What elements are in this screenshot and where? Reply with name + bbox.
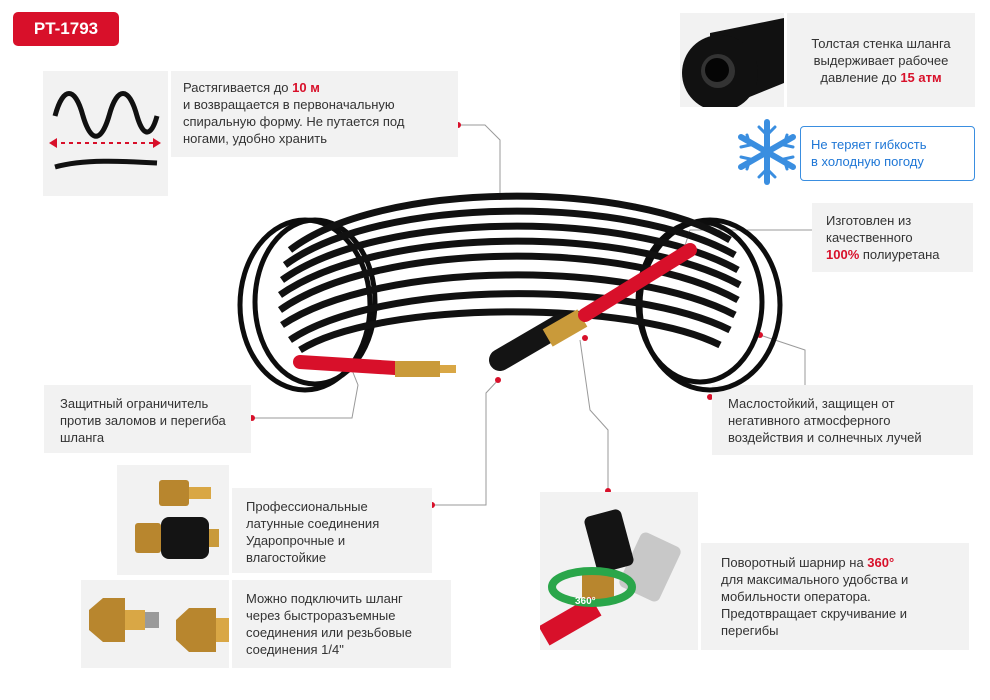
material-line1: Изготовлен из bbox=[826, 213, 912, 228]
material-feature-card: Изготовлен из качественного 100% полиуре… bbox=[812, 203, 973, 272]
oil-text: Маслостойкий, защищен от негативного атм… bbox=[728, 396, 922, 445]
material-percent: 100% bbox=[826, 247, 860, 262]
coiled-hose-illustration bbox=[237, 192, 783, 393]
oil-feature-card: Маслостойкий, защищен от негативного атм… bbox=[712, 385, 973, 455]
cold-line2: в холодную погоду bbox=[811, 154, 924, 169]
hose-section-image-card bbox=[680, 13, 784, 107]
cold-line1: Не теряет гибкость bbox=[811, 137, 927, 152]
wall-line2: выдерживает рабочее bbox=[813, 53, 949, 68]
stretch-pre: Растягивается до bbox=[183, 80, 293, 95]
brass-image-card bbox=[117, 465, 229, 575]
connect-feature-card: Можно подключить шланг через быстроразъе… bbox=[232, 580, 451, 668]
snowflake-icon bbox=[738, 119, 796, 185]
wall-line1: Толстая стенка шланга bbox=[811, 36, 951, 51]
brass-text: Профессиональные латунные соединения Уда… bbox=[246, 499, 380, 565]
cold-feature-card: Не теряет гибкость в холодную погоду bbox=[800, 126, 975, 181]
swivel-image-card: 360° bbox=[540, 492, 698, 650]
connect-text: Можно подключить шланг через быстроразъе… bbox=[246, 591, 412, 657]
swivel-post: для максимального удобства и мобильности… bbox=[721, 572, 909, 638]
brass-feature-card: Профессиональные латунные соединения Уда… bbox=[232, 488, 432, 573]
wall-feature-card: Толстая стенка шланга выдерживает рабоче… bbox=[787, 13, 975, 107]
wall-pressure: 15 атм bbox=[900, 70, 942, 85]
stretch-post: и возвращается в первоначальную спиральн… bbox=[183, 97, 405, 146]
swivel-feature-card: Поворотный шарнир на 360° для максимальн… bbox=[701, 543, 969, 650]
threaded-fittings-icon bbox=[89, 598, 229, 652]
connect-image-card bbox=[81, 580, 229, 668]
stretch-icon-card bbox=[43, 71, 168, 196]
wall-pre: давление до bbox=[820, 70, 901, 85]
product-code-badge: PT-1793 bbox=[13, 12, 119, 46]
material-post: полиуретана bbox=[859, 247, 940, 262]
swivel-angle: 360° bbox=[867, 555, 895, 570]
swivel-joint-icon: 360° bbox=[540, 509, 681, 646]
swivel-degree-label: 360° bbox=[575, 596, 596, 607]
brass-fittings-icon bbox=[135, 480, 219, 559]
material-line2: качественного bbox=[826, 230, 913, 245]
stretch-feature-card: Растягивается до 10 м и возвращается в п… bbox=[171, 71, 458, 157]
guard-feature-card: Защитный ограничитель против заломов и п… bbox=[44, 385, 251, 453]
coil-stretch-icon bbox=[49, 91, 161, 170]
stretch-length: 10 м bbox=[292, 80, 320, 95]
hose-cross-section-icon bbox=[682, 18, 784, 107]
guard-text: Защитный ограничитель против заломов и п… bbox=[60, 396, 226, 445]
swivel-pre: Поворотный шарнир на bbox=[721, 555, 868, 570]
